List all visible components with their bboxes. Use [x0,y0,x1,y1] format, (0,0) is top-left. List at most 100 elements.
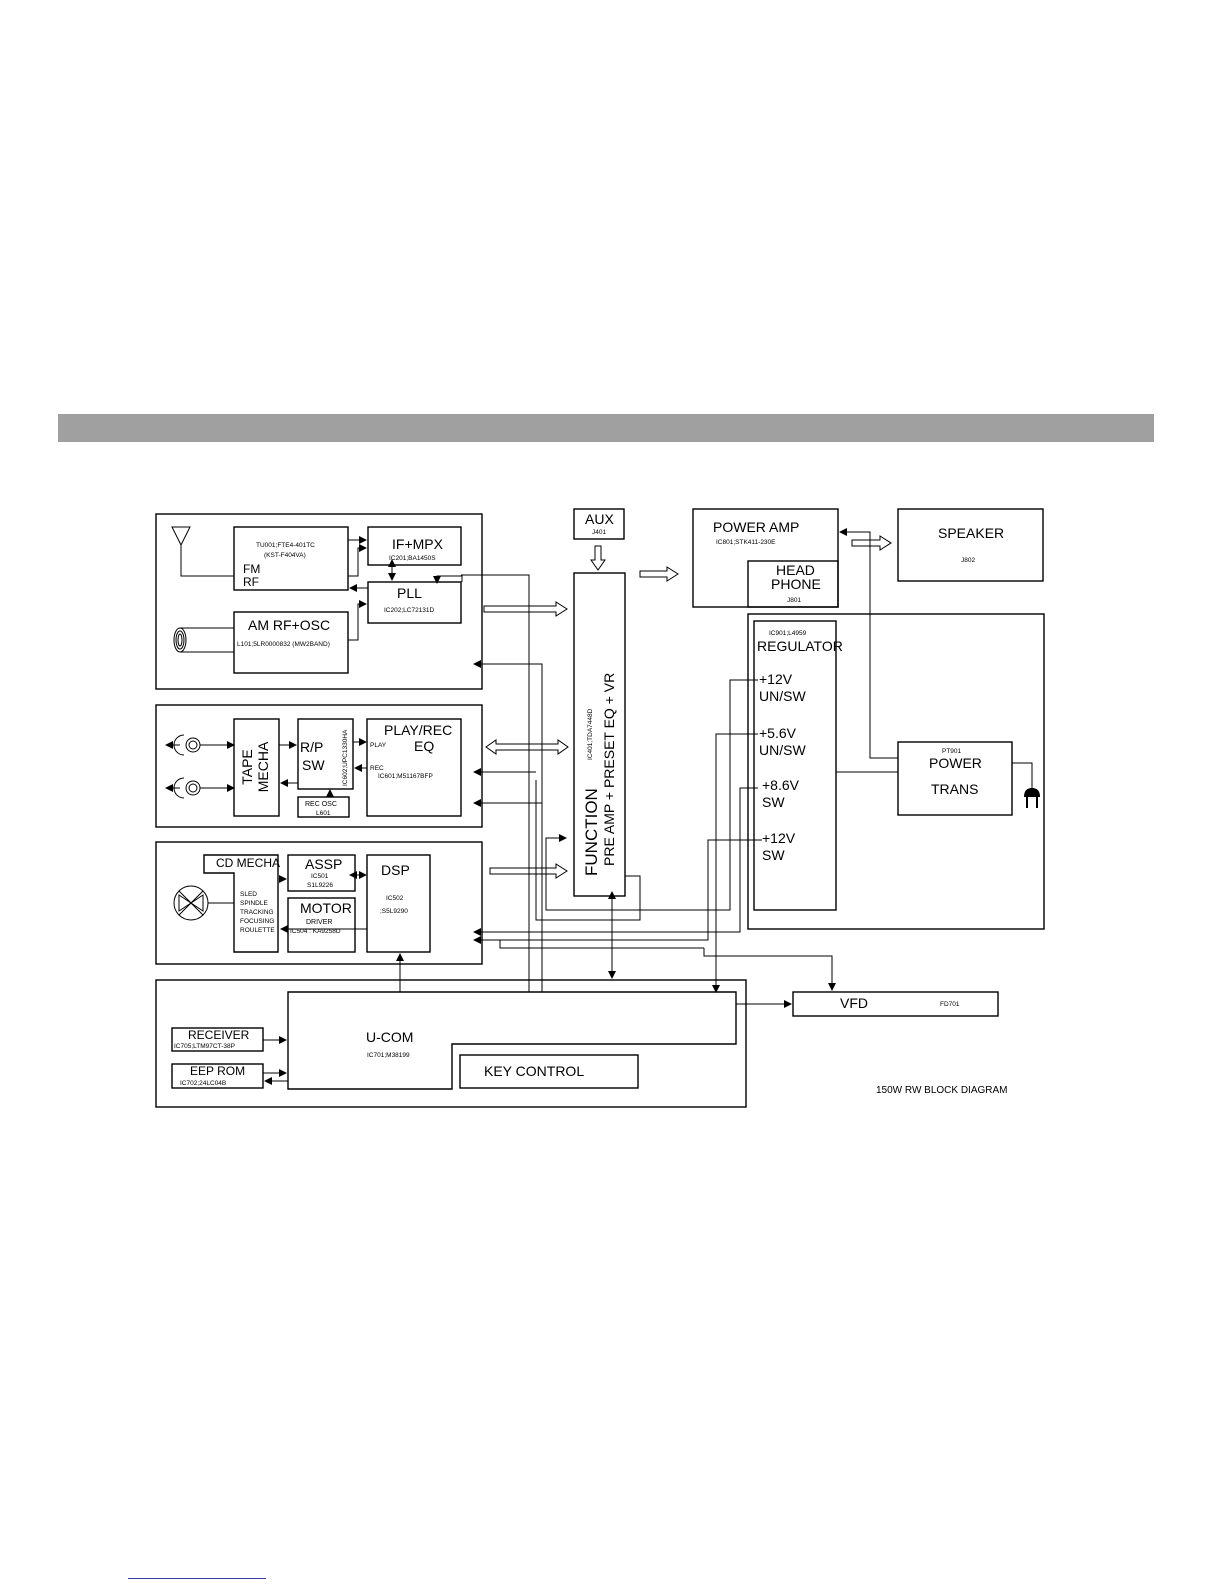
tape-head-top-icon [165,734,235,756]
regulator-box [753,620,837,911]
key-control-box [459,1054,639,1089]
headphone-part: J801 [787,597,801,604]
tape-section: TAPE MECHA R/P SW IC602;UPC1330HA REC OS… [155,704,483,828]
regulator-block: IC901;L4959 REGULATOR +12V UN/SW +5.6V U… [753,620,843,911]
function-label: FUNCTION [582,788,601,876]
cd-item-sled: SLED [240,891,257,898]
vfd-block: VFD FD701 [792,991,999,1017]
speaker-part: J802 [961,557,975,564]
play-rec-eq-label-2: EQ [414,738,434,754]
power-trans-block: PT901 POWER TRANS [897,741,1013,816]
rp-sw-label-1: R/P [300,739,323,755]
pll-box [367,581,462,624]
function-to-power-amp-arrow [639,566,679,582]
dsp-part-1: IC502 [386,895,404,902]
headphone-label-1: HEAD [776,562,815,578]
speaker-block: SPEAKER J802 [897,508,1044,582]
tuner-section: TU001;FTE4-401TC (KST-F404VA) FM RF IF+M… [155,513,483,690]
function-part: IC401;TDA7448D [587,708,594,760]
receiver-part: IC705;LTM97CT-38P [174,1043,235,1050]
speaker-box [897,508,1044,582]
power-trans-box [897,741,1013,816]
motor-driver-label-2: DRIVER [306,919,332,926]
play-rec-eq-part: IC601;M51167BFP [378,773,433,780]
fm-tuner-part-alt: (KST-F404VA) [264,552,306,559]
am-loop-antenna-icon [173,627,234,653]
key-control-label: KEY CONTROL [484,1063,584,1079]
receiver-label: RECEIVER [188,1028,250,1042]
tape-section-frame [155,704,483,828]
rail-1-mode: UN/SW [759,688,806,704]
motor-driver-label-1: MOTOR [300,900,352,916]
cd-item-spindle: SPINDLE [240,900,268,907]
cd-item-focusing: FOCUSING [240,918,274,925]
play-label: PLAY [370,742,387,749]
aux-box [573,508,625,540]
regulator-part: IC901;L4959 [769,630,807,637]
rf-label: RF [243,575,259,589]
fm-label: FM [243,562,260,576]
tape-head-bottom-icon [165,777,235,799]
power-amp-to-speaker-arrow [851,535,892,551]
power-section-frame [747,613,1045,930]
aux-block: AUX J401 [573,508,625,571]
dsp-label: DSP [381,862,410,878]
motor-driver-box [287,897,356,953]
regulator-label: REGULATOR [757,638,843,654]
function-block: FUNCTION PRE AMP + PRESET EQ + VR IC401;… [573,572,626,897]
rail-4-mode: SW [762,847,785,863]
play-rec-eq-label-1: PLAY/REC [384,722,452,738]
am-rf-osc-box [233,611,349,674]
rail-2-voltage: +5.6V [759,725,797,741]
micom-section: U-COM IC701;M38199 RECEIVER IC705;LTM97C… [155,979,747,1108]
rec-label: REC [370,765,384,772]
trans-to-power-amp-wire [839,528,898,759]
cd-item-tracking: TRACKING [240,909,274,916]
power-amp-label: POWER AMP [713,519,799,535]
assp-label: ASSP [305,856,342,872]
speaker-label: SPEAKER [938,525,1004,541]
aux-part: J401 [592,529,606,536]
ucom-label: U-COM [366,1029,413,1045]
bottom-link-underline [128,1578,266,1579]
rail-3-voltage: +8.6V [762,777,800,793]
vfd-box [792,991,999,1017]
section-header-bar [58,414,1154,442]
function-box [573,572,626,897]
rail-1-voltage: +12V [759,671,793,687]
fm-antenna-icon [171,526,234,577]
rec-osc-box [297,796,350,818]
fm-tuner-part: TU001;FTE4-401TC [256,542,315,549]
assp-part-1: IC501 [311,873,329,880]
power-trans-part: PT901 [942,748,962,755]
pll-part: IC202;LC72131D [384,607,435,614]
rail-4-voltage: +12V [762,830,796,846]
diagram-title: 150W RW BLOCK DIAGRAM [876,1085,1008,1096]
aux-label: AUX [585,511,614,527]
aux-to-function-arrow [590,545,606,571]
tuner-section-frame [155,513,483,690]
dsp-box [366,854,431,953]
if-mpx-label: IF+MPX [392,536,444,552]
rp-sw-part: IC602;UPC1330HA [342,729,349,786]
rail-2-mode: UN/SW [759,742,806,758]
eeprom-label: EEP ROM [190,1064,245,1078]
rp-sw-box [297,718,354,790]
power-amp-block: POWER AMP IC801;STK411-230E HEAD PHONE J… [692,508,839,608]
dsp-part-2: ;S5L9290 [380,908,408,915]
ucom-box [287,991,737,1090]
tuner-to-function-arrow [483,601,568,617]
power-amp-part: IC801;STK411-230E [716,539,776,546]
power-trans-label-2: TRANS [931,781,978,797]
rail-3-mode: SW [762,794,785,810]
headphone-label-2: PHONE [771,576,821,592]
if-mpx-box [367,526,462,566]
eeprom-box [171,1063,264,1089]
vfd-label: VFD [840,995,868,1011]
motor-driver-part: IC504 : KA9258D [290,928,341,935]
rp-sw-label-2: SW [302,757,325,773]
function-sublabel: PRE AMP + PRESET EQ + VR [601,673,617,866]
vfd-part: FD701 [940,1001,960,1008]
am-rf-osc-part: L101;5LR0000832 (MW2BAND) [237,641,330,648]
